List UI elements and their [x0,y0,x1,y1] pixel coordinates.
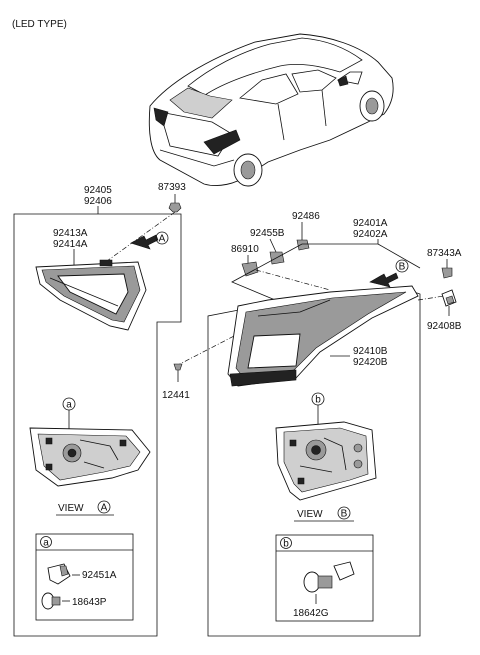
nut-86910 [241,261,259,277]
car-illustration [148,33,394,187]
label-86910: 86910 [231,244,259,255]
view-A-callout: A [101,503,108,514]
clip-92486 [296,239,310,251]
label-92410B: 92410B [353,346,388,357]
label-92405: 92405 [84,185,112,196]
label-92402A: 92402A [353,229,388,240]
bulb-box-b-marker: b [283,539,289,550]
bulb-box-a-marker: a [43,538,49,549]
view-A-label: VIEW [58,503,84,514]
inner-tail-lamp [35,259,147,331]
label-92420B: 92420B [353,357,388,368]
view-B-callout: B [341,509,348,520]
outer-tail-lamp [227,285,419,387]
label-92406: 92406 [84,196,112,207]
bolt-87393 [168,202,182,213]
bulb-box-b: b 18642G [275,534,374,622]
bulb-box-a: a 92451A 18643P [35,533,134,621]
connector-92408B [441,289,457,307]
clip-87343A [441,267,453,279]
callout-B-top: B [399,262,406,273]
callout-b-marker: b [315,395,321,406]
callout-A-top: A [159,234,166,245]
view-B-label: VIEW [297,509,323,520]
label-92414A: 92414A [53,239,88,250]
label-87393: 87393 [158,182,186,193]
left-lamp-group: 92405 92406 87393 92413A 92414A A a [13,182,186,637]
label-92413A: 92413A [53,228,88,239]
callout-a-marker: a [66,400,72,411]
inner-lamp-rear-view [29,427,151,487]
label-92401A: 92401A [353,218,388,229]
label-92408B: 92408B [427,321,462,332]
screw-12441 [173,363,183,382]
label-18643P: 18643P [72,597,107,608]
label-92486: 92486 [292,211,320,222]
label-87343A: 87343A [427,248,462,259]
led-type-heading: (LED TYPE) [12,19,67,30]
outer-lamp-rear-view [275,421,377,501]
right-lamp-group: 92486 92401A 92402A 92455B 86910 87343A [162,211,462,637]
label-92455B: 92455B [250,228,285,239]
label-18642G: 18642G [293,608,329,619]
label-12441: 12441 [162,390,190,401]
label-92451A: 92451A [82,570,117,581]
